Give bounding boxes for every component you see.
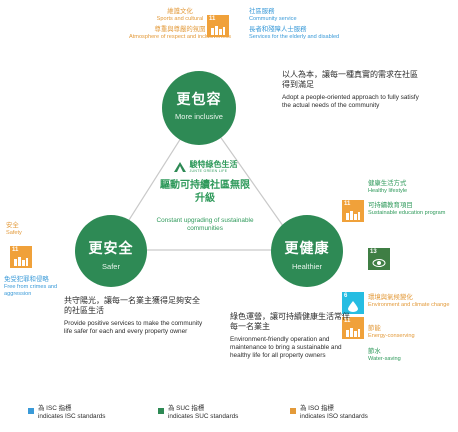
right-healthy-block: 健康生活方式 Healthy lifestyle bbox=[368, 180, 448, 195]
more-inclusive-desc-en: Adopt a people-oriented approach to full… bbox=[282, 94, 419, 109]
water-en: Water-saving bbox=[368, 356, 401, 362]
left-crime-block: 免受犯罪和侵略 Free from crimes and aggression bbox=[4, 276, 84, 298]
healthier-circle: 更健康 Healthier bbox=[272, 216, 342, 286]
center-subtitle-en: Constant upgrading of sustainable commun… bbox=[156, 217, 254, 232]
sports-culture-zh: 維護文化 bbox=[167, 8, 193, 15]
respect-zh: 尊重與尊嚴的氛圍 bbox=[154, 26, 206, 33]
top-left-block: 維護文化 Sports and cultural 尊重與尊嚴的氛圍 Atmosp… bbox=[115, 8, 245, 41]
sdg-6-icon: 6 bbox=[342, 292, 364, 314]
city-icon bbox=[346, 211, 360, 220]
sdg-number: 6 bbox=[344, 293, 348, 299]
safer-zh: 更安全 bbox=[88, 240, 134, 256]
sdg-number: 13 bbox=[370, 249, 377, 255]
legend-iso: 為 ISO 指標 indicates ISO standards bbox=[300, 405, 400, 421]
legend-suc-swatch bbox=[158, 408, 164, 414]
right-env-block: 環境與氣候變化 Environment and climate change bbox=[368, 294, 452, 309]
brand-logo: 駿特綠色生活 JUNTE GREEN LIFE bbox=[150, 160, 260, 173]
more-inclusive-circle: 更包容 More inclusive bbox=[163, 72, 235, 144]
right-edu-block: 可持續教育項目 Sustainable education program bbox=[368, 202, 452, 217]
sdg-11-icon-left: 11 bbox=[10, 246, 32, 268]
healthier-desc-zh: 綠色運營，讓可持續健康生活常伴每一名業主 bbox=[230, 312, 350, 331]
energy-en: Energy-conserving bbox=[368, 333, 415, 339]
healthier-desc: 綠色運營，讓可持續健康生活常伴每一名業主 Environment-friendl… bbox=[230, 312, 350, 360]
sdg-number: 11 bbox=[209, 16, 216, 22]
sdg-number: 11 bbox=[344, 318, 351, 324]
elderly-service-zh: 長者和殘障人士服務 bbox=[249, 26, 307, 33]
env-en: Environment and climate change bbox=[368, 302, 450, 308]
crime-en: Free from crimes and aggression bbox=[4, 284, 58, 297]
legend-suc: 為 SUC 指標 indicates SUC standards bbox=[168, 405, 268, 421]
community-service-en: Community service bbox=[249, 16, 297, 22]
respect-en: Atmosphere of respect and inclusiveness bbox=[129, 34, 231, 40]
brand-name-en: JUNTE GREEN LIFE bbox=[189, 169, 228, 173]
more-inclusive-desc: 以人為本，讓每一種真實的需求在社區得到滿足 Adopt a people-ori… bbox=[282, 70, 422, 110]
sdg-11-icon-right: 11 bbox=[342, 200, 364, 222]
safety-zh: 安全 bbox=[6, 222, 19, 229]
legend-iso-en: indicates ISO standards bbox=[300, 413, 368, 420]
legend-isc-zh: 為 ISC 指標 bbox=[38, 405, 72, 412]
healthy-lifestyle-zh: 健康生活方式 bbox=[368, 180, 407, 187]
city-icon bbox=[346, 328, 360, 337]
right-water-block: 節水 Water-saving bbox=[368, 348, 452, 363]
legend-iso-swatch bbox=[290, 408, 296, 414]
right-energy-block: 節能 Energy-conserving bbox=[368, 325, 452, 340]
safer-desc-zh: 共守陽光，讓每一名業主獲得足夠安全的社區生活 bbox=[64, 296, 200, 315]
left-safety-block: 安全 Safety bbox=[6, 222, 76, 237]
healthier-zh: 更健康 bbox=[284, 240, 330, 256]
legend-isc: 為 ISC 指標 indicates ISC standards bbox=[38, 405, 138, 421]
safer-en: Safer bbox=[102, 262, 120, 271]
more-inclusive-zh: 更包容 bbox=[176, 91, 222, 107]
sdg-13-icon: 13 bbox=[368, 248, 390, 270]
legend-iso-zh: 為 ISO 指標 bbox=[300, 405, 334, 412]
safer-desc-en: Provide positive services to make the co… bbox=[64, 320, 203, 335]
safer-circle: 更安全 Safer bbox=[76, 216, 146, 286]
brand-name-zh: 駿特綠色生活 bbox=[189, 160, 238, 169]
healthier-desc-en: Environment-friendly operation and maint… bbox=[230, 336, 342, 359]
legend-isc-en: indicates ISC standards bbox=[38, 413, 106, 420]
legend-suc-zh: 為 SUC 指標 bbox=[168, 405, 205, 412]
more-inclusive-desc-zh: 以人為本，讓每一種真實的需求在社區得到滿足 bbox=[282, 70, 418, 89]
healthier-en: Healthier bbox=[291, 262, 322, 271]
city-icon bbox=[14, 257, 28, 266]
leaf-logo-icon bbox=[173, 161, 186, 172]
center-title-zh: 驅動可持續社區無限升級 bbox=[160, 180, 250, 204]
top-right-block: 社區服務 Community service 長者和殘障人士服務 Service… bbox=[249, 8, 379, 41]
center-block: 駿特綠色生活 JUNTE GREEN LIFE 驅動可持續社區無限升級 Cons… bbox=[150, 160, 260, 233]
sdg-11-icon-lower: 11 bbox=[342, 317, 364, 339]
sports-culture-en: Sports and cultural bbox=[156, 16, 204, 22]
water-zh: 節水 bbox=[368, 348, 381, 355]
city-icon bbox=[211, 26, 225, 35]
legend-suc-en: indicates SUC standards bbox=[168, 413, 239, 420]
sdg-11-icon-top: 11 bbox=[207, 15, 229, 37]
safety-en: Safety bbox=[6, 230, 22, 236]
legend-isc-swatch bbox=[28, 408, 34, 414]
elderly-service-en: Services for the elderly and disabled bbox=[249, 34, 340, 40]
more-inclusive-en: More inclusive bbox=[175, 112, 223, 121]
eye-globe-icon bbox=[372, 259, 386, 267]
sdg-number: 11 bbox=[344, 201, 351, 207]
edu-en: Sustainable education program bbox=[368, 210, 446, 216]
community-service-zh: 社區服務 bbox=[249, 8, 275, 15]
safer-desc: 共守陽光，讓每一名業主獲得足夠安全的社區生活 Provide positive … bbox=[64, 296, 204, 336]
crime-zh: 免受犯罪和侵略 bbox=[4, 276, 49, 283]
healthy-lifestyle-en: Healthy lifestyle bbox=[368, 188, 408, 194]
env-zh: 環境與氣候變化 bbox=[368, 294, 413, 301]
sdg-number: 11 bbox=[12, 247, 19, 253]
water-drop-icon bbox=[348, 301, 358, 312]
edu-zh: 可持續教育項目 bbox=[368, 202, 413, 209]
energy-zh: 節能 bbox=[368, 325, 381, 332]
